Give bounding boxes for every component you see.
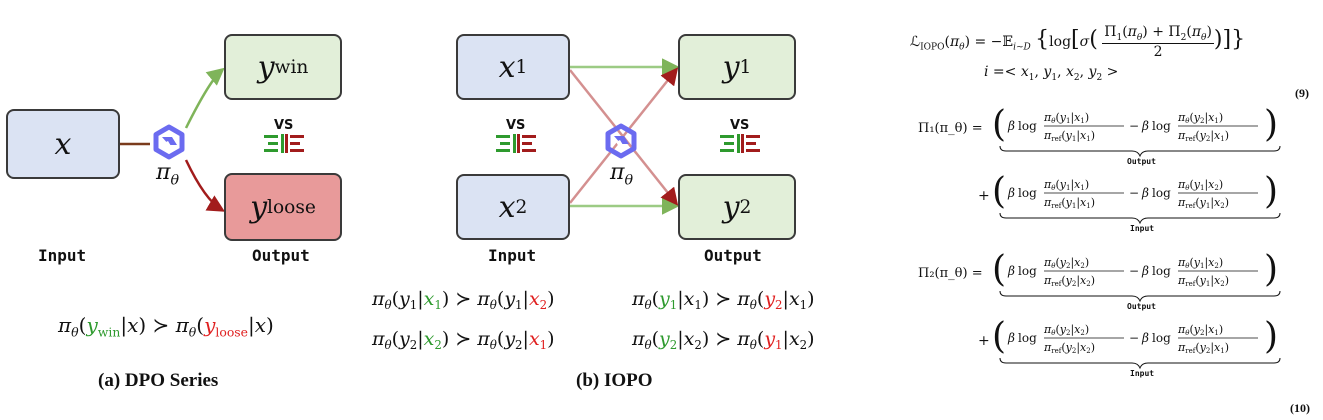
plus-sign: + [978,188,990,204]
svg-text:πθ(y1|x2): πθ(y1|x2) [1177,256,1223,270]
vs-icon: VS [262,118,306,158]
node-subscript: win [274,56,309,78]
svg-text:): ) [1264,171,1278,212]
input-annotation: Input [1130,224,1155,233]
output-label: Output [704,246,762,265]
svg-text:β: β [1141,264,1149,278]
svg-text:(: ( [992,249,1006,290]
svg-text:−: − [1129,331,1139,345]
svg-text:πref(y2|x2): πref(y2|x2) [1043,341,1095,355]
svg-text:πref(y1|x2): πref(y1|x2) [1177,274,1229,288]
pi1-output-term: ( β log πθ(y1|x1) πref(y1|x1) − β log πθ… [992,104,1281,158]
vs-text: VS [506,118,526,133]
svg-text:πref(y2|x1): πref(y2|x1) [1177,129,1229,143]
iopo-pref-4: πθ(y2|x2) ≻ πθ(y1|x2) [632,328,815,353]
svg-text:log: log [1152,186,1171,200]
svg-text:(: ( [992,104,1006,145]
output-annotation: Output [1127,302,1156,311]
svg-text:πθ(y2|x2): πθ(y2|x2) [1043,323,1089,337]
loss-equation: ℒIOPO(πθ) = −𝔼i∼D {log[σ( Π1(πθ) + Π2(πθ… [910,24,1246,60]
svg-text:): ) [1264,104,1278,145]
caption-b: (b) IOPO [576,370,653,391]
iopo-pref-2: πθ(y1|x1) ≻ πθ(y2|x1) [632,288,815,313]
svg-text:πθ(y1|x2): πθ(y1|x2) [1177,178,1223,192]
svg-text:−: − [1129,186,1139,200]
svg-text:log: log [1018,264,1037,278]
svg-text:πθ(y1|x1): πθ(y1|x1) [1043,111,1089,125]
equation-number: (10) [1290,401,1310,415]
edge-policy-to-win [184,67,225,129]
iopo-pref-3: πθ(y2|x2) ≻ πθ(y2|x1) [372,328,555,353]
svg-text:β: β [1007,119,1015,133]
pi1-input-term: ( β log πθ(y1|x1) πref(y1|x1) − β log πθ… [992,171,1281,225]
svg-text:log: log [1018,119,1037,133]
svg-text:πθ(y2|x1): πθ(y2|x1) [1177,111,1223,125]
node-label: x [54,126,72,162]
svg-text:πθ(y2|x2): πθ(y2|x2) [1043,256,1089,270]
svg-text:β: β [1141,331,1149,345]
svg-text:log: log [1152,264,1171,278]
input-label: Input [488,246,537,265]
svg-text:): ) [1264,249,1278,290]
svg-text:log: log [1152,331,1171,345]
input-annotation: Input [1130,369,1155,378]
node-label: y [250,189,268,225]
equation-number: (9) [1295,86,1309,100]
pi1-lhs: Π₁(π_θ) = [918,121,983,136]
vs-text: VS [730,118,750,133]
i-definition: i =< x1, y1, x2, y2 > [984,64,1119,83]
svg-text:πθ(y1|x1): πθ(y1|x1) [1043,178,1089,192]
iopo-pref-1: πθ(y1|x1) ≻ πθ(y1|x2) [372,288,555,313]
vs-text: VS [274,118,294,133]
pi2-output-term: ( β log πθ(y2|x2) πref(y2|x2) − β log πθ… [992,249,1281,303]
svg-text:πref(y2|x2): πref(y2|x2) [1043,274,1095,288]
pi2-input-term: ( β log πθ(y2|x2) πref(y2|x2) − β log πθ… [992,316,1281,370]
policy-logo-icon [605,123,637,159]
policy-label: πθ [610,160,634,189]
svg-text:(: ( [992,171,1006,212]
svg-text:(: ( [992,316,1006,357]
edge-policy-to-loose [184,159,226,212]
svg-text:log: log [1018,331,1037,345]
vs-icon-right: VS [718,118,762,158]
plus-sign: + [978,333,990,349]
svg-text:log: log [1152,119,1171,133]
svg-text:πref(y1|x1): πref(y1|x1) [1043,129,1095,143]
pi2-lhs: Π₂(π_θ) = [918,266,983,281]
vs-icon-left: VS [494,118,538,158]
caption-a: (a) DPO Series [98,370,219,391]
svg-text:πref(y1|x2): πref(y1|x2) [1177,196,1229,210]
input-label: Input [38,246,87,265]
svg-text:β: β [1007,264,1015,278]
policy-label: πθ [156,160,180,189]
output-label: Output [252,246,310,265]
node-subscript: loose [267,196,316,218]
svg-text:β: β [1007,331,1015,345]
svg-text:β: β [1007,186,1015,200]
svg-text:πref(y1|x1): πref(y1|x1) [1043,196,1095,210]
svg-text:πθ(y2|x1): πθ(y2|x1) [1177,323,1223,337]
output-annotation: Output [1127,157,1156,166]
svg-text:β: β [1141,119,1149,133]
svg-text:β: β [1141,186,1149,200]
input-node-x: x [6,109,120,179]
svg-text:−: − [1129,264,1139,278]
svg-text:log: log [1018,186,1037,200]
policy-logo-icon [153,124,185,160]
node-label: y [257,49,275,85]
svg-text:πref(y2|x1): πref(y2|x1) [1177,341,1229,355]
dpo-preference: πθ(ywin|x) ≻ πθ(yloose|x) [58,313,274,340]
svg-text:): ) [1264,316,1278,357]
svg-text:−: − [1129,119,1139,133]
